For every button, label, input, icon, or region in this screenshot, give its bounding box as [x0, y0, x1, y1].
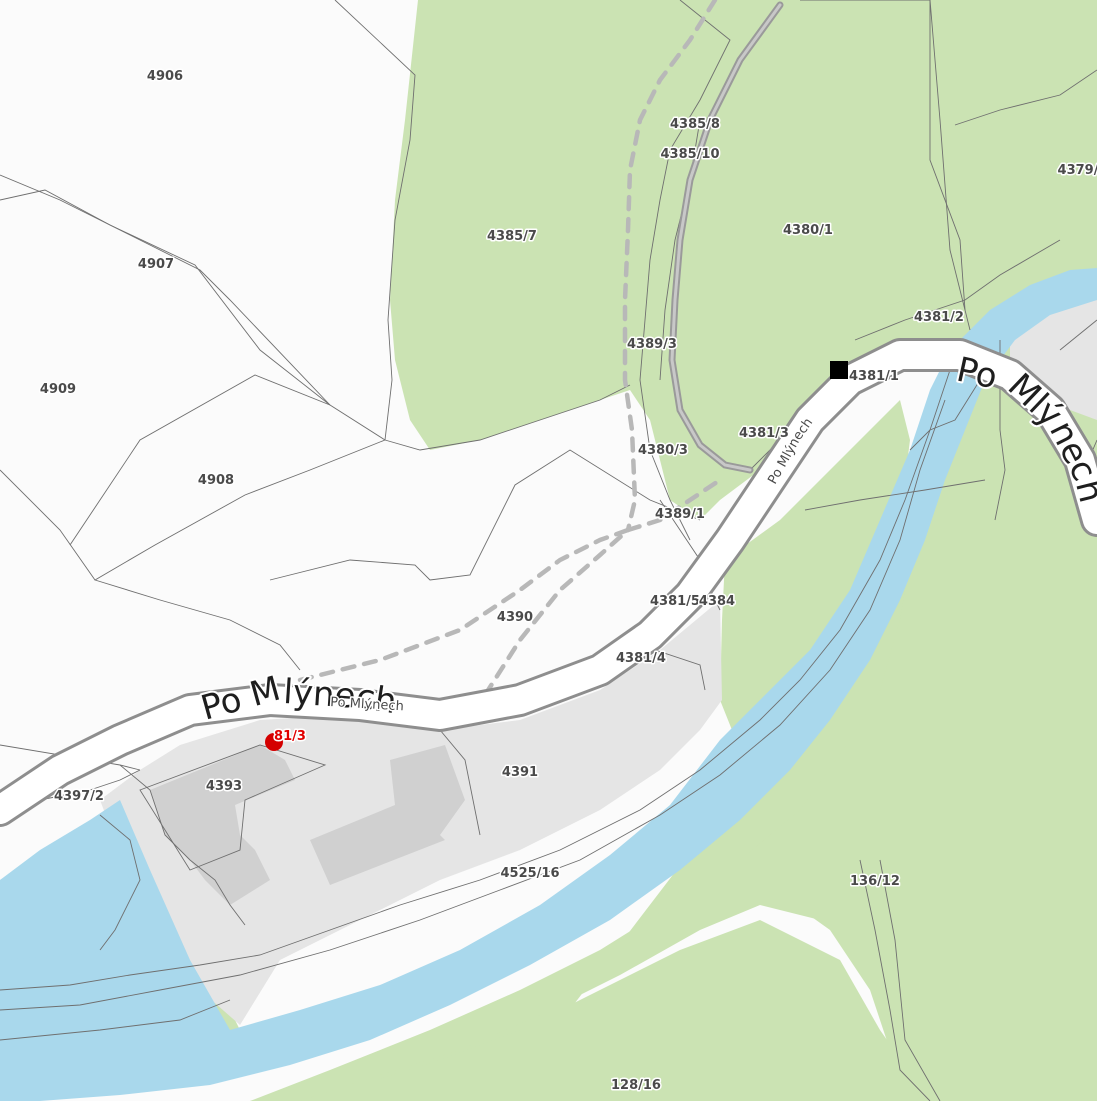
parcel-label[interactable]: 4381/3 — [738, 425, 791, 443]
parcel-label[interactable]: 4906 — [145, 68, 184, 86]
street-label-small-lower: Po Mlýnech — [330, 695, 404, 714]
road-po-mlynech[interactable] — [0, 338, 1097, 827]
forest-middle-strip — [720, 400, 910, 750]
stream — [138, 944, 190, 1041]
parcel-label[interactable]: 4393 — [204, 778, 243, 796]
square-point-icon[interactable] — [830, 361, 848, 379]
building-1 — [150, 745, 295, 905]
parcel-label[interactable]: 4385/7 — [486, 228, 539, 246]
parcel-label[interactable]: 4379/ — [1056, 162, 1097, 180]
parcel-label[interactable]: 4384 — [697, 593, 736, 611]
parcel-label[interactable]: 4385/10 — [659, 146, 721, 164]
river-west-inflow — [0, 820, 170, 960]
location-dot-icon[interactable] — [265, 733, 283, 751]
building-2 — [310, 745, 465, 885]
buildings — [150, 745, 465, 905]
forest-north — [390, 0, 1097, 520]
parcel-label[interactable]: 4397/2 — [53, 788, 106, 806]
parcel-label[interactable]: 4380/1 — [782, 222, 835, 240]
parcel-label[interactable]: 4389/3 — [626, 336, 679, 354]
parcel-label[interactable]: 4909 — [38, 381, 77, 399]
parcel-label[interactable]: 128/16 — [610, 1077, 663, 1095]
parcel-label[interactable]: 4391 — [500, 764, 539, 782]
parcel-label[interactable]: 4381/2 — [913, 309, 966, 327]
built-area-north-east — [1010, 300, 1097, 420]
parcel-label[interactable]: 4380/3 — [637, 442, 690, 460]
parcel-label[interactable]: 4390 — [495, 609, 534, 627]
parcel-label[interactable]: 4381/1 — [848, 368, 901, 386]
footpaths — [297, 0, 723, 698]
parcel-label[interactable]: 4389/1 — [654, 506, 707, 524]
parcel-label[interactable]: 4525/16 — [499, 865, 561, 883]
forest-river-east-bank — [250, 290, 1097, 1101]
parcel-label[interactable]: 4381/5 — [649, 593, 702, 611]
selected-parcel-label[interactable]: 81/3 — [273, 728, 308, 746]
parcel-label[interactable]: 4908 — [196, 472, 235, 490]
parcel-label[interactable]: 4907 — [136, 256, 175, 274]
parcel-labels: 4906 4907 4909 4908 4385/8 4385/10 4379/… — [38, 68, 1097, 1095]
parcel-label[interactable]: 136/12 — [849, 873, 902, 891]
parcel-label[interactable]: 4385/8 — [669, 116, 722, 134]
parcel-label[interactable]: 4381/4 — [615, 650, 668, 668]
forest-track — [668, 1, 784, 474]
